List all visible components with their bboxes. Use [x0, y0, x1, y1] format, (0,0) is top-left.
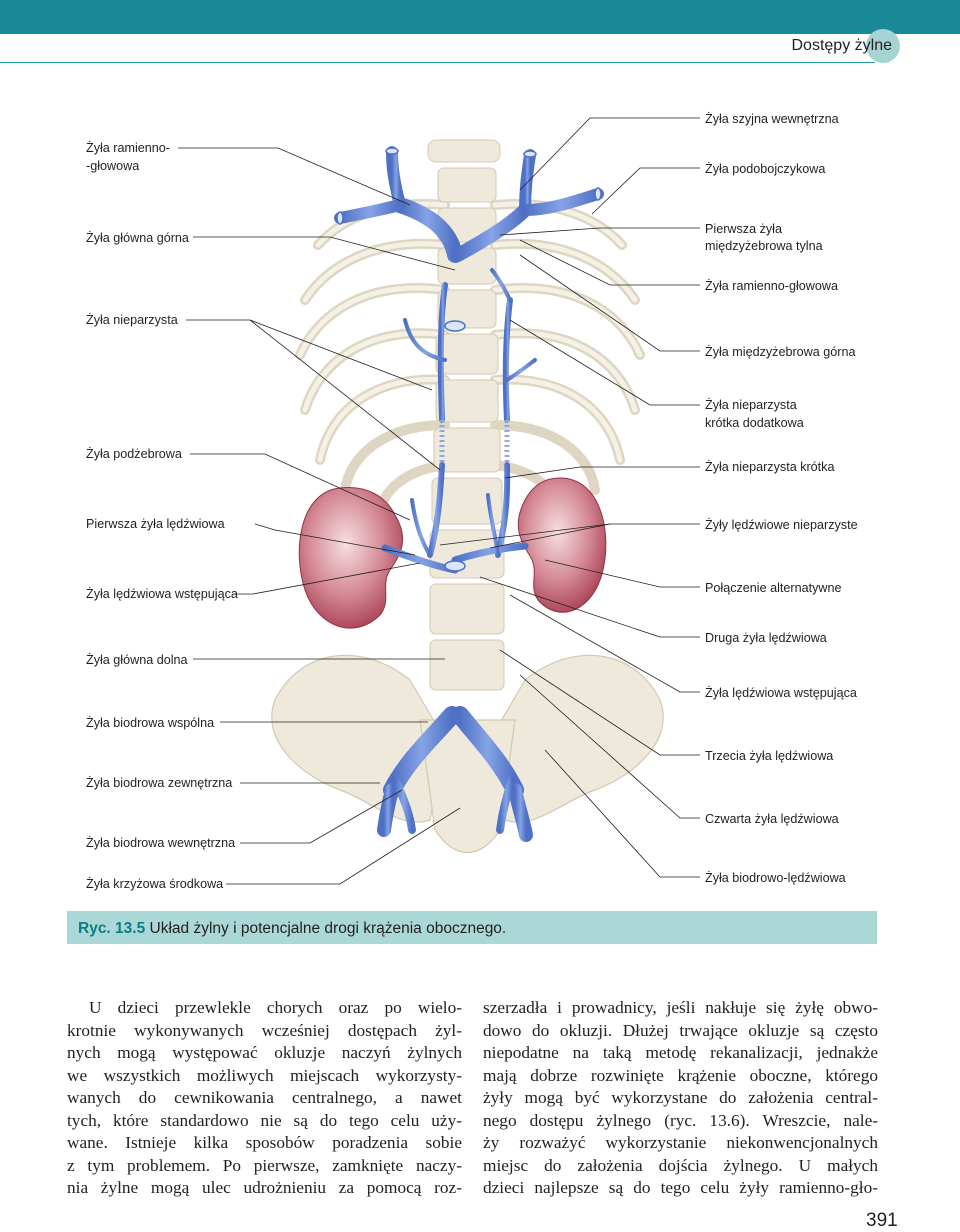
labels-right: Żyła szyjna wewnętrzna Żyła podobojczyko…: [705, 112, 858, 885]
label-right-1: Żyła szyjna wewnętrzna: [705, 112, 839, 126]
labels-left: Żyła ramienno- -głowowa Żyła główna górn…: [86, 141, 238, 891]
body-column-left: U dzieci przewlekle chorych oraz po wiel…: [67, 997, 462, 1200]
figure-caption: Ryc. 13.5 Układ żylny i potencjalne drog…: [78, 920, 506, 938]
label-right-13: Żyła lędźwiowa wstępująca: [705, 686, 857, 700]
label-left-7: Żyła lędźwiowa wstępująca: [86, 587, 238, 601]
label-right-10: Żyły lędźwiowe nieparzyste: [705, 518, 858, 532]
label-right-4: międzyżebrowa tylna: [705, 239, 823, 253]
label-right-12: Druga żyła lędźwiowa: [705, 631, 827, 645]
label-left-12: Żyła krzyżowa środkowa: [86, 877, 223, 891]
text-line: wane. Istnieje kilka sposobów poradzenia…: [67, 1133, 462, 1152]
text-line: żyły mogą być wykorzystane do założenia …: [483, 1088, 878, 1107]
text-line: mają dobrze rozwinięte krążenie oboczne,…: [483, 1065, 878, 1085]
top-color-bar: [0, 0, 960, 34]
text-line: nego dostępu żylnego (ryc. 13.6). Wreszc…: [483, 1110, 878, 1130]
label-right-8: krótka dodatkowa: [705, 416, 804, 430]
label-right-15: Czwarta żyła lędźwiowa: [705, 812, 839, 826]
label-right-7: Żyła nieparzysta: [705, 398, 797, 412]
leader-lines: [178, 117, 700, 885]
text-line: U dzieci przewlekle chorych oraz po wiel…: [89, 998, 462, 1017]
label-right-11: Połączenie alternatywne: [705, 581, 842, 595]
text-line: niepodatne na taką metodę rekanalizacji,…: [483, 1043, 878, 1062]
page-number: 391: [866, 1210, 898, 1231]
label-left-11: Żyła biodrowa wewnętrzna: [86, 836, 235, 850]
label-right-5: Żyła ramienno-głowowa: [705, 279, 838, 293]
label-right-9: Żyła nieparzysta krótka: [705, 460, 835, 474]
text-line: ży rozważyć wykorzystanie niekonwencjona…: [483, 1133, 878, 1152]
text-line: krotnie wykonywanych wcześniej dostępach…: [67, 1020, 462, 1040]
label-left-4: Żyła nieparzysta: [86, 313, 178, 327]
label-left-5: Żyła podżebrowa: [86, 447, 182, 461]
label-left-3: Żyła główna górna: [86, 231, 189, 245]
label-right-16: Żyła biodrowo-lędźwiowa: [705, 871, 846, 885]
text-line: nych mogą występować okluzje naczyń żyln…: [67, 1043, 462, 1062]
header-rule: [0, 62, 875, 63]
kidneys: [298, 477, 607, 629]
figure-number: Ryc. 13.5: [78, 920, 146, 937]
label-left-10: Żyła biodrowa zewnętrzna: [86, 776, 232, 790]
vessel-openings: [336, 147, 602, 572]
label-left-2: -głowowa: [86, 159, 139, 173]
text-line: dowo do okluzji. Dłużej trwające okluzje…: [483, 1020, 878, 1040]
rib-outline: [297, 201, 643, 463]
text-line: wanych do cewnikowania centralnego, a na…: [67, 1088, 462, 1107]
figure-caption-bar: [67, 911, 877, 944]
header-tab-circle: [866, 29, 900, 63]
label-left-6: Pierwsza żyła lędźwiowa: [86, 517, 225, 531]
label-left-9: Żyła biodrowa wspólna: [86, 716, 214, 730]
text-line: tych, które standardowo nie są do tego c…: [67, 1110, 462, 1130]
label-right-14: Trzecia żyła lędźwiowa: [705, 749, 833, 763]
text-line: we wszystkich możliwych miejscach wykorz…: [67, 1065, 462, 1085]
text-line: nia żylne mogą ulec udrożnieniu za pomoc…: [67, 1178, 462, 1197]
label-right-2: Żyła podobojczykowa: [705, 162, 825, 176]
body-column-right: szerzadła i prowadnicy, jeśli nakłuje si…: [483, 997, 878, 1200]
text-line: z tym problemem. Po pierwsze, zamknięte …: [67, 1155, 462, 1175]
label-right-6: Żyła międzyżebrowa górna: [705, 345, 856, 359]
figure-caption-text: Układ żylny i potencjalne drogi krążenia…: [145, 920, 507, 937]
text-line: szerzadła i prowadnicy, jeśli nakłuje si…: [483, 998, 878, 1017]
text-line: dzieci najlepsze są do tego celu żyły ra…: [483, 1178, 878, 1197]
label-left-8: Żyła główna dolna: [86, 653, 188, 667]
venous-system-figure: Żyła ramienno- -głowowa Żyła główna górn…: [86, 112, 858, 891]
text-line: miejsc do założenia dojścia żylnego. U m…: [483, 1155, 878, 1175]
running-header-title: Dostępy żylne: [791, 37, 893, 54]
label-right-3: Pierwsza żyła: [705, 222, 782, 236]
label-left-1: Żyła ramienno-: [86, 141, 170, 155]
